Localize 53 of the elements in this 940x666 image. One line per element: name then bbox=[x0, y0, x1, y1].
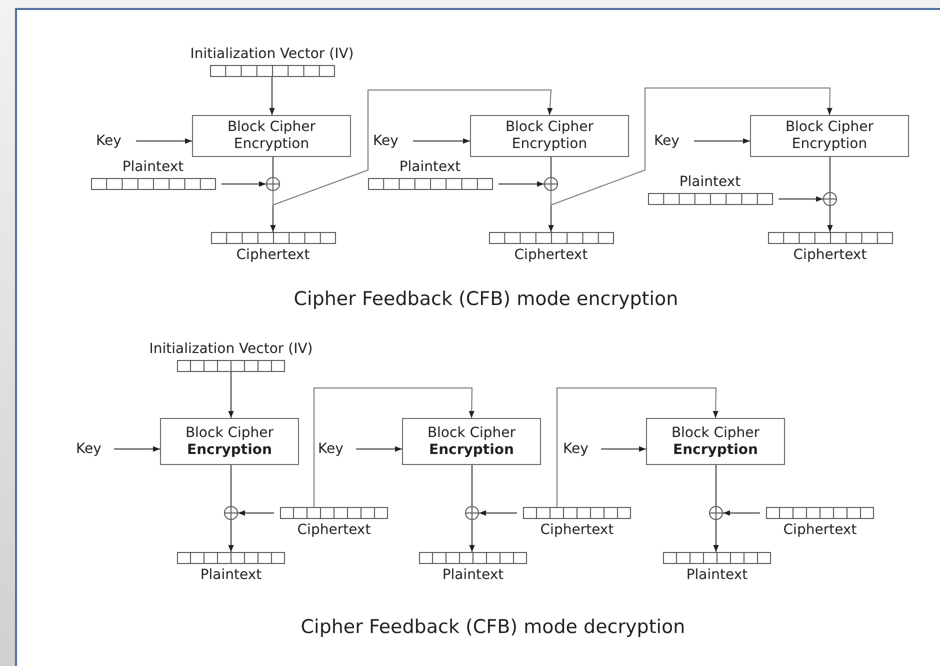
process-box: Block Cipher Encryption bbox=[646, 418, 785, 465]
register-label: Ciphertext bbox=[297, 521, 371, 539]
arrow bbox=[600, 446, 646, 452]
process-box: Block Cipher Encryption bbox=[192, 115, 351, 157]
process-box: Block Cipher Encryption bbox=[402, 418, 541, 465]
arrow bbox=[478, 510, 518, 516]
register-label: Ciphertext bbox=[514, 246, 588, 264]
key-label: Key bbox=[96, 132, 130, 150]
arrow bbox=[136, 138, 192, 144]
key-label: Key bbox=[373, 132, 407, 150]
arrow bbox=[238, 510, 274, 516]
arrow bbox=[356, 446, 402, 452]
arrow bbox=[228, 372, 234, 418]
arrow bbox=[827, 206, 833, 232]
connector-line bbox=[272, 156, 274, 178]
connector-line bbox=[230, 464, 232, 506]
register-label: Ciphertext bbox=[793, 246, 867, 264]
register-label: Initialization Vector (IV) bbox=[149, 340, 313, 358]
arrow bbox=[228, 520, 234, 552]
process-box: Block Cipher Encryption bbox=[160, 418, 299, 465]
arrow bbox=[412, 138, 470, 144]
key-label: Key bbox=[654, 132, 688, 150]
arrow bbox=[272, 90, 553, 206]
arrow bbox=[713, 520, 719, 552]
register-label: Plaintext bbox=[399, 158, 461, 176]
arrow bbox=[269, 76, 275, 116]
key-label: Key bbox=[318, 440, 350, 458]
register-label: Ciphertext bbox=[783, 521, 857, 539]
register-label: Plaintext bbox=[679, 173, 741, 191]
process-box: Block Cipher Encryption bbox=[470, 115, 629, 157]
arrow bbox=[556, 388, 718, 508]
arrow bbox=[694, 138, 750, 144]
register-label: Initialization Vector (IV) bbox=[190, 45, 354, 63]
connector-line bbox=[550, 156, 552, 178]
arrow bbox=[314, 388, 474, 508]
arrow bbox=[221, 181, 266, 187]
arrow bbox=[722, 510, 760, 516]
key-label: Key bbox=[76, 440, 108, 458]
register-label: Ciphertext bbox=[236, 246, 310, 264]
process-box: Block Cipher Encryption bbox=[750, 115, 909, 157]
register-label: Plaintext bbox=[442, 566, 504, 584]
diagram-caption: Cipher Feedback (CFB) mode decryption bbox=[300, 615, 686, 639]
register-label: Ciphertext bbox=[540, 521, 614, 539]
diagram-caption: Cipher Feedback (CFB) mode encryption bbox=[294, 287, 678, 311]
arrow bbox=[778, 196, 824, 202]
arrow bbox=[550, 88, 832, 206]
register-label: Plaintext bbox=[686, 566, 748, 584]
arrow bbox=[469, 520, 475, 552]
arrow bbox=[498, 181, 544, 187]
arrow bbox=[114, 446, 160, 452]
key-label: Key bbox=[563, 440, 595, 458]
register-label: Plaintext bbox=[200, 566, 262, 584]
register-label: Plaintext bbox=[122, 158, 184, 176]
